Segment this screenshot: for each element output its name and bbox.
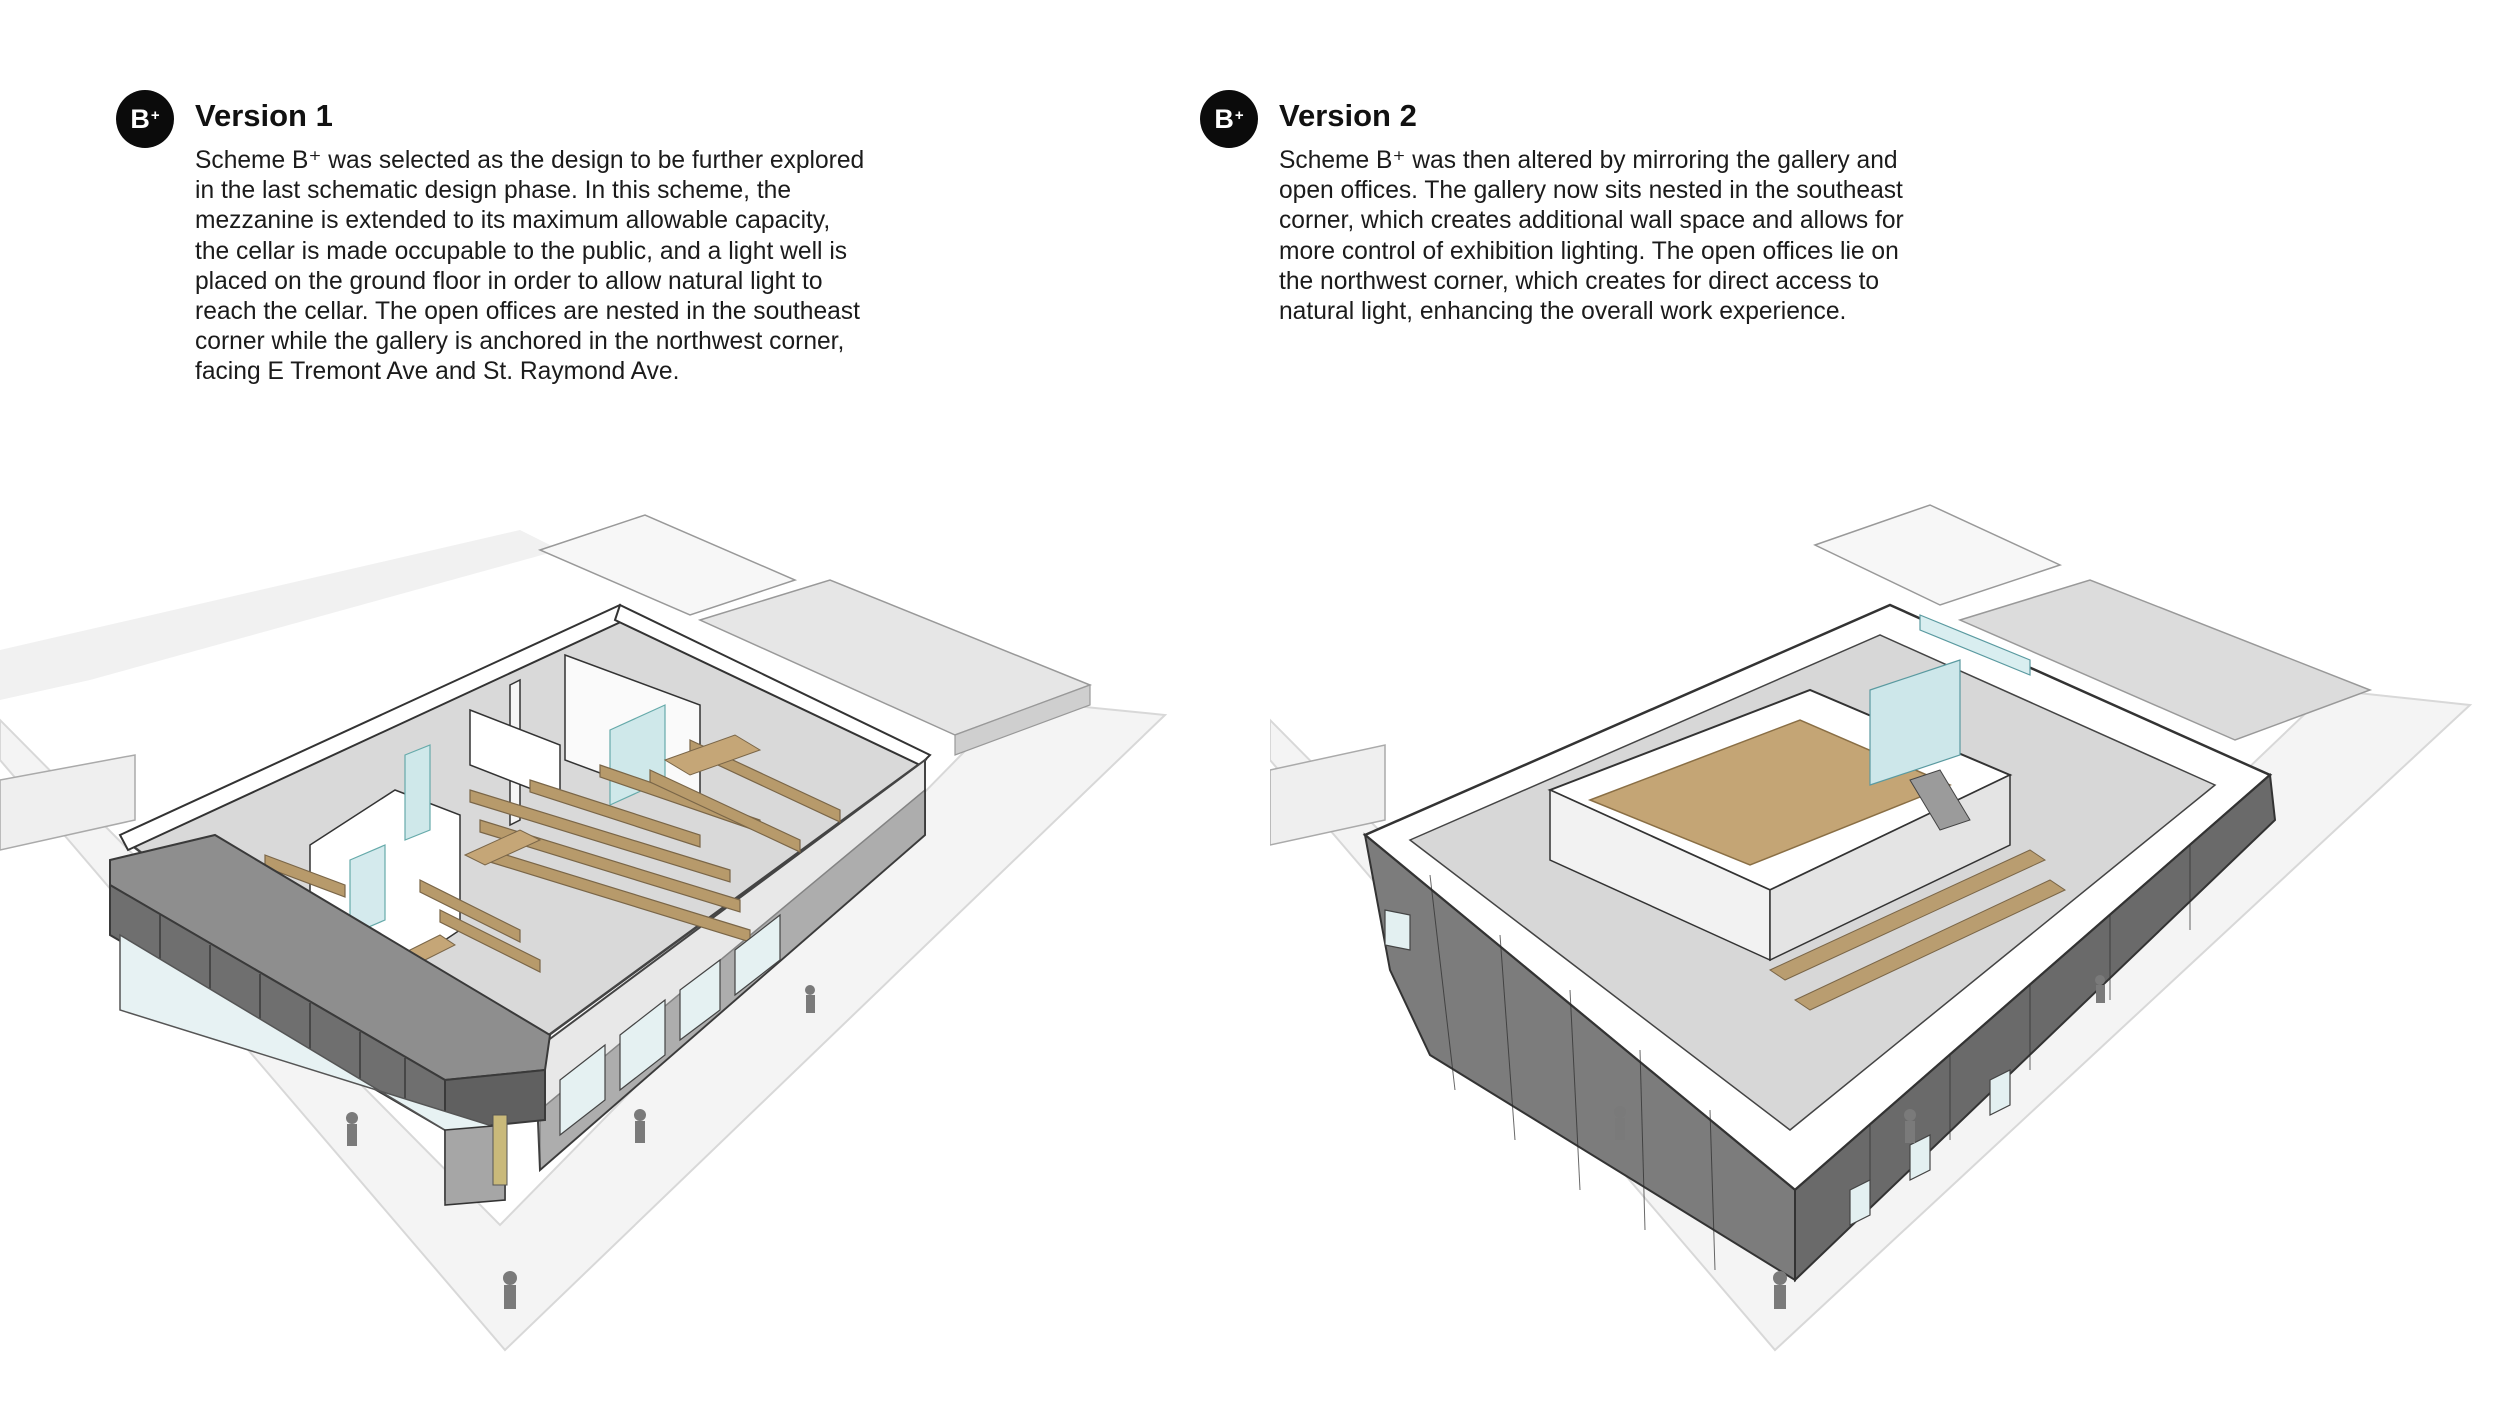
- version-2-panel: B+ Version 2 Scheme B⁺ was then altered …: [1200, 0, 2500, 1407]
- stair: [1909, 769, 1971, 831]
- storefront-column: [444, 1124, 506, 1206]
- scheme-b-plus-badge: B+: [1200, 90, 1258, 148]
- building-west-facade: [1363, 832, 1796, 1282]
- east-facade-windows: [559, 913, 781, 1137]
- neighbor-building-top: [537, 514, 798, 616]
- glass-panel-a: [404, 744, 431, 841]
- pedestrian-figures: [346, 985, 815, 1309]
- facade-panel-lines: [1429, 845, 2191, 1271]
- version-1-description: Scheme B⁺ was selected as the design to …: [195, 147, 865, 386]
- office-desk-row-2: [1793, 879, 2067, 1011]
- wood-tables: [399, 734, 762, 966]
- facade-windows: [1384, 909, 2011, 1226]
- ground-shadow: [0, 530, 560, 700]
- pedestrian-figures: [1614, 975, 2105, 1309]
- gallery-floor: [1587, 719, 1952, 866]
- glass-panel-c: [349, 844, 386, 936]
- version-1-axonometric-drawing: [0, 514, 1168, 1352]
- version-2-title: Version 2: [1279, 98, 1417, 133]
- scheme-b-plus-badge: B+: [116, 90, 174, 148]
- neighbor-building-left: [0, 754, 136, 851]
- version-1-panel: B+ Version 1 Scheme B⁺ was selected as t…: [0, 90, 1168, 1352]
- signage-panel: [492, 1114, 508, 1186]
- version-2-description: Scheme B⁺ was then altered by mirroring …: [1279, 147, 1904, 326]
- skylight-strip: [1919, 614, 2031, 676]
- neighbor-building-left: [1270, 744, 1386, 846]
- neighbor-building-right-face: [954, 684, 1091, 756]
- neighbor-building-top: [1813, 504, 2063, 606]
- office-desk-row: [1768, 849, 2047, 981]
- neighbor-building-right: [1957, 579, 2373, 741]
- version-1-title: Version 1: [195, 98, 333, 133]
- version-2-axonometric-drawing: [1270, 504, 2473, 1352]
- glass-stair-enclosure: [1869, 659, 1961, 786]
